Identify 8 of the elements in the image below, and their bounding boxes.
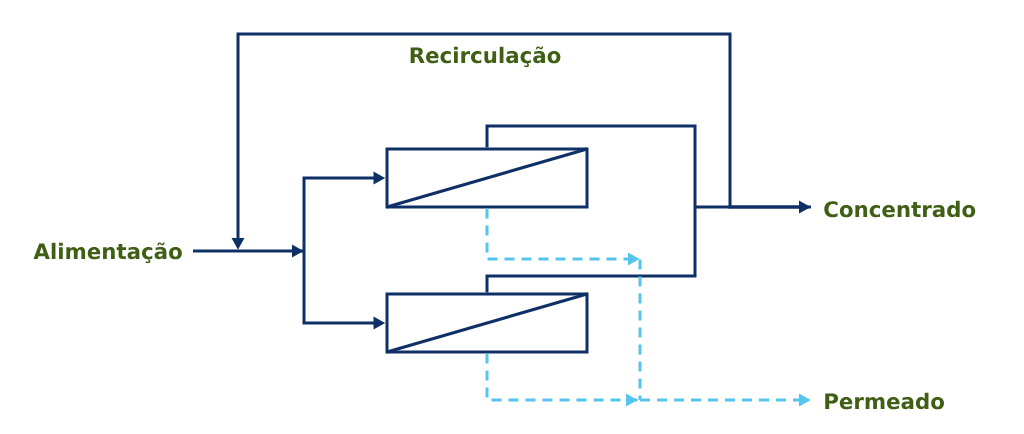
membrane-module: [385, 147, 589, 209]
dashed-arrow: [485, 208, 642, 400]
membrane-module: [385, 292, 589, 354]
edge-label: Recirculação: [406, 43, 564, 70]
line: [485, 207, 697, 293]
stream-label: Concentrado: [824, 200, 976, 218]
stream-label: Alimentação: [33, 242, 182, 264]
stream-label: Permeado: [825, 392, 944, 410]
